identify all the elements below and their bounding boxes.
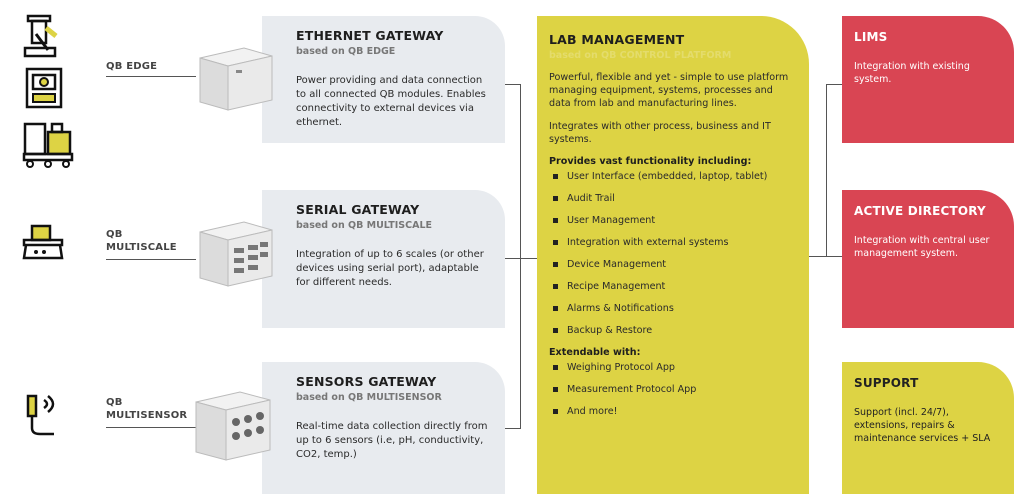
device-label-line: QB	[106, 397, 123, 408]
device-label-qb-multiscale: QB MULTISCALE	[106, 228, 177, 254]
list-item: Weighing Protocol App	[549, 362, 797, 374]
connector-line	[505, 428, 521, 429]
card-description: Integration with central user management…	[854, 235, 990, 259]
connector-line	[809, 256, 827, 257]
lab-extensions-list: Weighing Protocol App Measurement Protoc…	[549, 362, 797, 418]
qb-multisensor-device-image	[195, 391, 271, 461]
list-item: Audit Trail	[549, 193, 797, 205]
bullet-icon	[553, 328, 558, 333]
qb-multiscale-device-image	[199, 221, 273, 287]
gateway-card-serial: SERIAL GATEWAY based on QB MULTISCALE In…	[262, 190, 505, 328]
lab-intro: Powerful, flexible and yet - simple to u…	[549, 72, 789, 109]
feature-label: Alarms & Notifications	[567, 303, 674, 314]
lab-integrates: Integrates with other process, business …	[549, 121, 771, 145]
sensor-probe-icon	[26, 394, 55, 436]
card-title: ACTIVE DIRECTORY	[854, 204, 986, 218]
extension-label: Measurement Protocol App	[567, 384, 697, 395]
support-card: SUPPORT Support (incl. 24/7), extensions…	[842, 362, 1014, 494]
extension-label: Weighing Protocol App	[567, 362, 675, 373]
lab-management-card: LAB MANAGEMENT based on QB CONTROL PLATF…	[537, 16, 809, 494]
device-connector	[106, 427, 196, 428]
connector-line	[505, 84, 521, 85]
lims-card: LIMS Integration with existing system.	[842, 16, 1014, 143]
card-title: SUPPORT	[854, 376, 919, 390]
qb-edge-device-image	[199, 47, 273, 111]
gateway-title: SENSORS GATEWAY	[296, 374, 437, 389]
gateway-title: SERIAL GATEWAY	[296, 202, 420, 217]
gateway-description: Real-time data collection directly from …	[296, 421, 488, 460]
gateway-subtitle: based on QB MULTISENSOR	[296, 392, 442, 403]
device-label-line: MULTISENSOR	[106, 410, 188, 421]
list-item: User Management	[549, 215, 797, 227]
list-item: Device Management	[549, 259, 797, 271]
connector-line	[826, 84, 827, 257]
gateway-description: Integration of up to 6 scales (or other …	[296, 249, 484, 288]
list-item: Backup & Restore	[549, 325, 797, 337]
bullet-icon	[553, 387, 558, 392]
lab-extend-heading: Extendable with:	[549, 347, 641, 358]
device-label-qb-edge: QB EDGE	[106, 61, 158, 72]
feature-label: Audit Trail	[567, 193, 615, 204]
gateway-card-ethernet: ETHERNET GATEWAY based on QB EDGE Power …	[262, 16, 505, 143]
gateway-title: ETHERNET GATEWAY	[296, 28, 444, 43]
card-title: LIMS	[854, 30, 888, 44]
device-label-line: MULTISCALE	[106, 242, 177, 253]
lab-subtitle: based on QB CONTROL PLATFORM	[549, 50, 732, 61]
feature-label: Backup & Restore	[567, 325, 653, 336]
bullet-icon	[553, 409, 558, 414]
active-directory-card: ACTIVE DIRECTORY Integration with centra…	[842, 190, 1014, 328]
bullet-icon	[553, 365, 558, 370]
device-connector	[106, 76, 196, 77]
feature-label: Device Management	[567, 259, 667, 270]
lab-features-heading: Provides vast functionality including:	[549, 156, 752, 167]
card-description: Integration with existing system.	[854, 61, 970, 85]
bullet-icon	[553, 306, 558, 311]
lab-title: LAB MANAGEMENT	[549, 32, 685, 47]
gateway-description: Power providing and data connection to a…	[296, 75, 486, 128]
list-item: Integration with external systems	[549, 237, 797, 249]
extension-label: And more!	[567, 406, 618, 417]
gateway-subtitle: based on QB EDGE	[296, 46, 396, 57]
bullet-icon	[553, 218, 558, 223]
bullet-icon	[553, 262, 558, 267]
bullet-icon	[553, 240, 558, 245]
device-connector	[106, 259, 196, 260]
lab-instrument-icon	[25, 67, 63, 109]
device-label-line: QB	[106, 229, 123, 240]
list-item: And more!	[549, 406, 797, 418]
connector-line	[826, 256, 842, 257]
lab-stirrer-icon	[23, 14, 58, 58]
bullet-icon	[553, 284, 558, 289]
bullet-icon	[553, 174, 558, 179]
feature-label: Recipe Management	[567, 281, 666, 292]
lab-reactor-icon	[22, 122, 74, 168]
connector-line	[520, 84, 521, 429]
feature-label: User Interface (embedded, laptop, tablet…	[567, 171, 768, 182]
card-description: Support (incl. 24/7), extensions, repair…	[854, 407, 991, 444]
list-item: User Interface (embedded, laptop, tablet…	[549, 171, 797, 183]
feature-label: User Management	[567, 215, 656, 226]
list-item: Alarms & Notifications	[549, 303, 797, 315]
feature-label: Integration with external systems	[567, 237, 729, 248]
list-item: Recipe Management	[549, 281, 797, 293]
device-label-qb-multisensor: QB MULTISENSOR	[106, 396, 187, 422]
lab-features-list: User Interface (embedded, laptop, tablet…	[549, 171, 797, 337]
bullet-icon	[553, 196, 558, 201]
connector-line	[826, 84, 842, 85]
connector-line	[505, 258, 537, 259]
gateway-subtitle: based on QB MULTISCALE	[296, 220, 433, 231]
scale-icon	[22, 224, 64, 260]
list-item: Measurement Protocol App	[549, 384, 797, 396]
gateway-card-sensors: SENSORS GATEWAY based on QB MULTISENSOR …	[262, 362, 505, 494]
